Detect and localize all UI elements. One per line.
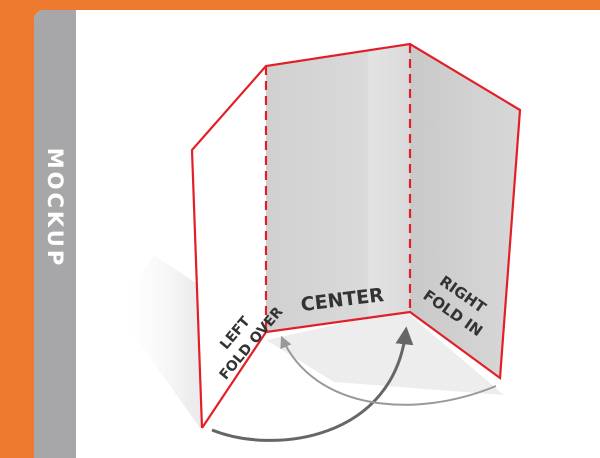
trifold-diagram: LEFT FOLD OVER CENTER RIGHT FOLD IN (116, 42, 522, 442)
mockup-canvas: MOCKUP (34, 10, 600, 458)
right-fold-arrow (280, 335, 497, 406)
left-fold-arrow (211, 326, 414, 442)
center-panel (266, 44, 410, 332)
sidebar: MOCKUP (34, 10, 76, 458)
center-panel-shadow (266, 310, 504, 395)
fold-outline (190, 42, 522, 429)
left-panel (192, 66, 266, 428)
right-panel (410, 44, 520, 378)
